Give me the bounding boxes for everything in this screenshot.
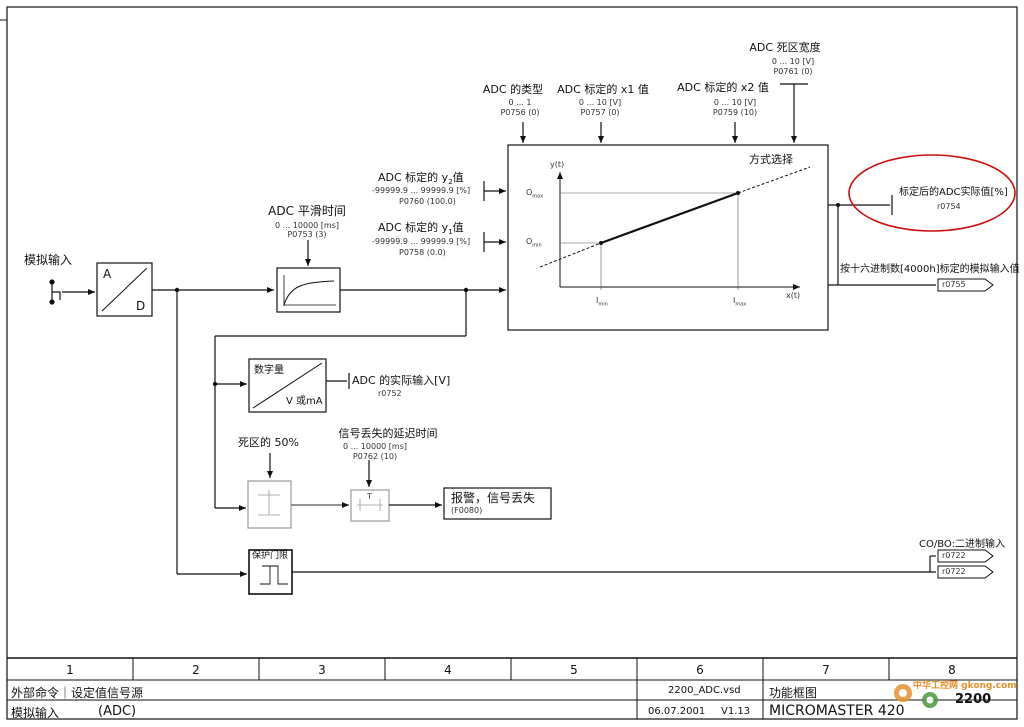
v-or-ma-label: V 或mA: [286, 396, 323, 407]
actual-input-param: r0752: [378, 389, 402, 398]
signal-loss-delay-title: 信号丢失的延迟时间: [338, 427, 438, 440]
protection-threshold-label: 保护门限: [252, 551, 289, 561]
hex-output-label: 按十六进制数[4000h]标定的模拟输入值: [840, 264, 1020, 275]
y1-range: -99999.9 ... 99999.9 [%]: [372, 237, 471, 246]
deadband-width-range: 0 ... 10 [V]: [771, 57, 815, 66]
y2-range: -99999.9 ... 99999.9 [%]: [372, 186, 471, 195]
footer-section-label: 外部命令｜设定值信号源: [11, 686, 144, 700]
y2-param: P0760 (100.0): [399, 197, 456, 206]
deadband-50-label: 死区的 50%: [238, 436, 299, 449]
smoothing-title: ADC 平滑时间: [268, 204, 346, 218]
imax-label: Imax: [733, 296, 747, 308]
scaled-output-label: 标定后的ADC实际值[%]: [899, 187, 1008, 198]
y2-title: ADC 标定的 y2值: [378, 171, 464, 187]
digital-label: 数字量: [254, 365, 284, 376]
mode-select-label: 方式选择: [749, 153, 793, 166]
adc-type-title: ADC 的类型: [482, 83, 544, 96]
cobo-label: CO/BO:二进制输入: [919, 539, 1005, 550]
column-number: 2: [192, 663, 200, 677]
column-number: 4: [444, 663, 452, 677]
imin-label: Imin: [596, 296, 608, 308]
analog-input-terminal-icon: [49, 279, 61, 305]
alarm-box: [443, 487, 552, 520]
adc-scaling-block: [507, 144, 829, 331]
footer-file-name: 2200_ADC.vsd: [668, 685, 741, 696]
page-frame: [6, 6, 1018, 720]
actual-input-label: ADC 的实际输入[V]: [352, 374, 451, 387]
x2-title: ADC 标定的 x2 值: [677, 81, 769, 94]
smoothing-param: P0753 (3): [287, 230, 327, 239]
hex-output-param: r0755: [942, 280, 966, 289]
adc-type-range: 0 ... 1: [508, 98, 532, 107]
x1-title: ADC 标定的 x1 值: [557, 83, 649, 96]
deadband-width-title: ADC 死区宽度: [749, 41, 821, 54]
deadband-comparator-box: [247, 480, 292, 529]
column-number: 7: [822, 663, 830, 677]
title-block-grid: [7, 657, 1017, 719]
x1-param: P0757 (0): [580, 108, 620, 117]
analog-input-label: 模拟输入: [24, 253, 73, 267]
column-number: 1: [66, 663, 74, 677]
cobo-param-2: r0722: [942, 567, 966, 576]
x2-range: 0 ... 10 [V]: [713, 98, 757, 107]
omin-label: Omin: [526, 237, 542, 249]
footer-sheet-number: 2200: [955, 692, 992, 707]
column-number: 6: [696, 663, 704, 677]
scaled-output-param: r0754: [937, 202, 961, 211]
signal-loss-delay-param: P0762 (10): [352, 452, 398, 461]
adc-a-label: A: [103, 267, 112, 281]
protection-threshold-box: [248, 549, 293, 595]
deadband-width-param: P0761 (0): [773, 67, 813, 76]
column-number: 3: [318, 663, 326, 677]
footer-subsection-label: 模拟输入: [11, 706, 60, 720]
footer-title: 功能框图: [769, 686, 818, 700]
t-label: T: [367, 492, 372, 501]
scaling-characteristic-graph: [539, 166, 811, 290]
footer-product: MICROMASTER 420: [769, 703, 905, 719]
adc-d-label: D: [136, 299, 146, 313]
column-number: 8: [948, 663, 956, 677]
x1-range: 0 ... 10 [V]: [578, 98, 622, 107]
watermark-text: 中华工控网 gkong.com: [913, 681, 1017, 691]
footer-version: V1.13: [721, 706, 751, 717]
alarm-label: 报警，信号丢失: [451, 491, 536, 505]
y-axis-label: y(t): [550, 160, 565, 169]
signal-loss-delay-range: 0 ... 10000 [ms]: [343, 442, 407, 451]
adc-type-param: P0756 (0): [500, 108, 540, 117]
cobo-param-1: r0722: [942, 551, 966, 560]
footer-date: 06.07.2001: [648, 706, 706, 717]
y1-param: P0758 (0.0): [399, 248, 446, 257]
omax-label: Omax: [526, 188, 544, 200]
y1-title: ADC 标定的 y1值: [378, 221, 464, 237]
highlight-circle: [848, 154, 1016, 232]
gkong-watermark-logo: [894, 684, 938, 708]
footer-subsection-code: (ADC): [98, 704, 137, 719]
alarm-param: (F0080): [451, 506, 483, 515]
x-axis-label: x(t): [786, 291, 801, 300]
column-number: 5: [570, 663, 578, 677]
smoothing-range: 0 ... 10000 [ms]: [275, 221, 339, 230]
x2-param: P0759 (10): [712, 108, 758, 117]
